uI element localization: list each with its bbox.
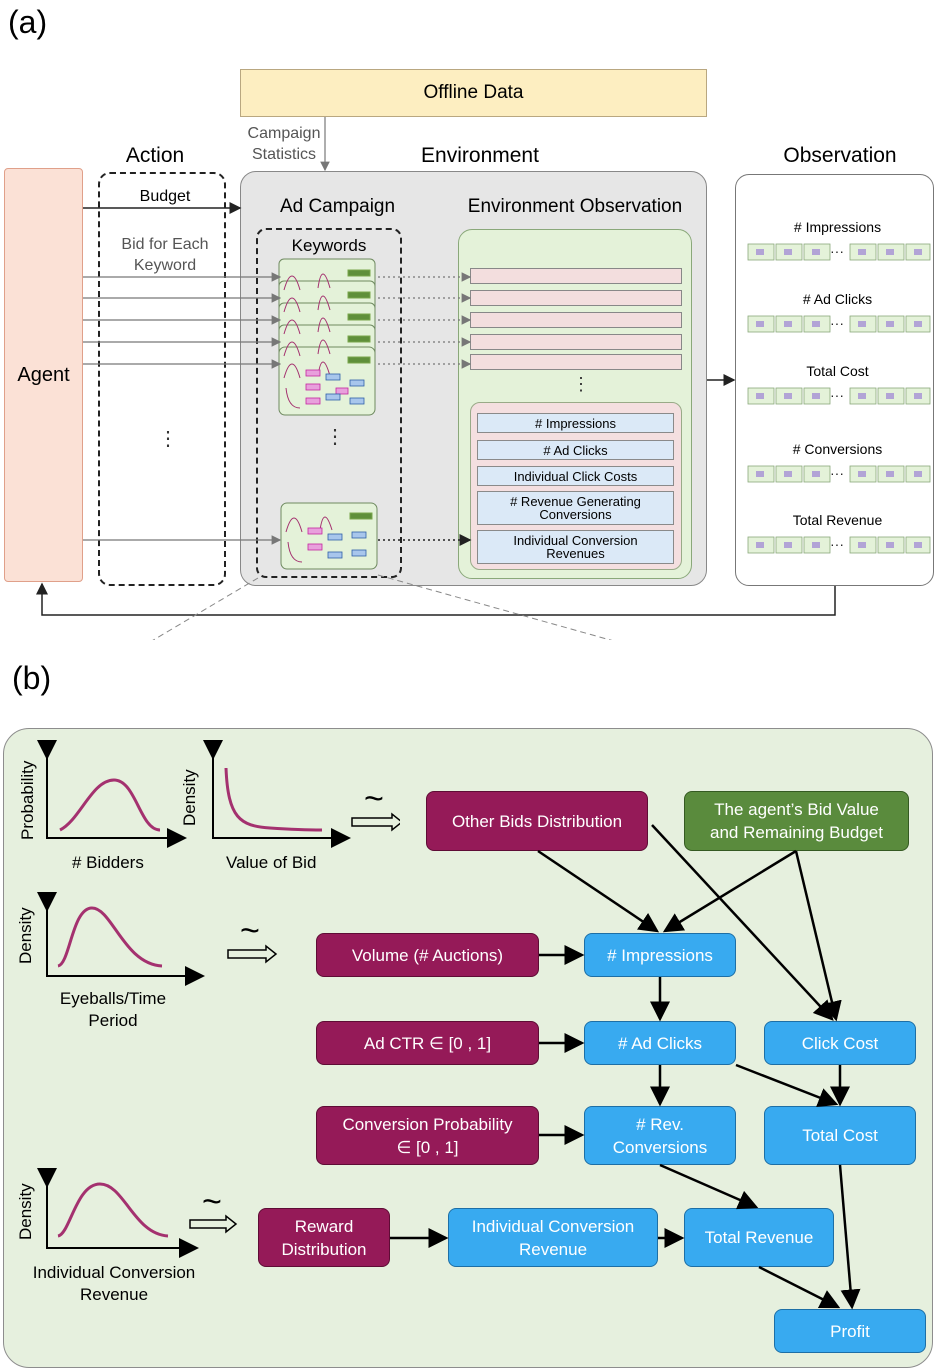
- environment-observation-title: Environment Observation: [467, 196, 683, 217]
- rev-conversions-line1: # Rev.: [636, 1114, 684, 1134]
- node-impressions: # Impressions: [584, 933, 736, 977]
- obs-item-revenue-conversions: # Revenue Generating Conversions: [477, 491, 674, 525]
- keyword-card-stack-graphic: [278, 258, 376, 416]
- bid-label-line2: Keyword: [133, 257, 197, 274]
- node-other-bids-distribution: Other Bids Distribution: [426, 791, 648, 851]
- eyeballs-line2: Period: [88, 1011, 138, 1030]
- obs-dots-4: ···: [830, 465, 844, 481]
- keyword-card-last-graphic: [280, 502, 378, 570]
- offline-data-box: Offline Data: [240, 69, 707, 117]
- campaign-statistics-line1: Campaign: [247, 125, 321, 142]
- observation-total-revenue: Total Revenue: [792, 512, 883, 528]
- agent-bid-line1: The agent’s Bid Value: [714, 800, 879, 819]
- node-rev-conversions: # Rev. Conversions: [584, 1106, 736, 1165]
- obs-ellipsis: ⋮: [572, 374, 590, 394]
- keyword-card-stack: [278, 258, 378, 418]
- observation-impressions: # Impressions: [793, 219, 882, 235]
- icr-node-line1: Individual Conversion: [471, 1216, 635, 1236]
- icr-axis-line2: Revenue: [79, 1285, 149, 1304]
- obs-dots-5: ···: [830, 536, 844, 552]
- agent-box: Agent: [4, 168, 83, 582]
- keywords-box: [256, 228, 402, 578]
- action-box: [98, 172, 226, 586]
- eyeballs-line1: Eyeballs/Time: [59, 989, 167, 1008]
- panel-b-label: (b): [12, 660, 52, 696]
- action-title: Action: [125, 144, 185, 167]
- conversion-prob-line1: Conversion Probability: [342, 1114, 513, 1134]
- node-individual-conversion-revenue: Individual Conversion Revenue: [448, 1208, 658, 1267]
- bidders-axis-label: # Bidders: [72, 853, 144, 872]
- tilde-1: ~: [364, 780, 384, 818]
- node-conversion-probability: Conversion Probability ∈ [0 , 1]: [316, 1106, 539, 1165]
- action-ellipsis: ⋮: [158, 428, 178, 450]
- environment-title: Environment: [421, 144, 539, 167]
- eyeballs-axis-label: Eyeballs/Time Period: [50, 988, 176, 1032]
- obs-item-click-costs: Individual Click Costs: [477, 466, 674, 486]
- agent-label: Agent: [17, 363, 70, 386]
- node-volume: Volume (# Auctions): [316, 933, 539, 977]
- campaign-statistics-label: Campaign Statistics: [238, 123, 330, 165]
- reward-distribution-line1: Reward: [294, 1216, 354, 1236]
- node-total-revenue: Total Revenue: [684, 1208, 834, 1267]
- budget-label: Budget: [139, 188, 191, 205]
- individual-conversion-revenue-axis-label: Individual Conversion Revenue: [20, 1262, 208, 1306]
- node-agent-bid-value: The agent’s Bid Value and Remaining Budg…: [684, 791, 909, 851]
- bid-for-each-keyword-label: Bid for Each Keyword: [110, 234, 220, 276]
- obs-item-conversion-revenues: Individual Conversion Revenues: [477, 530, 674, 564]
- icr-node-line2: Revenue: [518, 1239, 588, 1259]
- obs-dots-3: ···: [830, 387, 844, 403]
- node-ad-ctr: Ad CTR ∈ [0 , 1]: [316, 1021, 539, 1065]
- panel-a-arrows: [36, 117, 836, 640]
- tilde-3: ~: [202, 1183, 222, 1221]
- observation-total-cost: Total Cost: [806, 363, 869, 379]
- icr-axis-line1: Individual Conversion: [32, 1263, 196, 1282]
- obs-item-impressions: # Impressions: [477, 413, 674, 433]
- keyword-card-last: [280, 502, 378, 570]
- obs-dots-1: ···: [830, 243, 844, 259]
- ad-campaign-title: Ad Campaign: [279, 196, 396, 217]
- campaign-statistics-line2: Statistics: [251, 146, 316, 163]
- value-of-bid-axis-label: Value of Bid: [226, 853, 317, 872]
- observation-title: Observation: [783, 144, 897, 167]
- panel-a-label: (a): [8, 4, 48, 40]
- obs-item-ad-clicks: # Ad Clicks: [477, 440, 674, 460]
- observation-thumbnail-rows: [747, 243, 931, 554]
- rev-conversions-line2: Conversions: [612, 1137, 708, 1157]
- conversion-prob-line2: ∈ [0 , 1]: [396, 1137, 459, 1157]
- observation-ad-clicks: # Ad Clicks: [802, 291, 873, 307]
- agent-bid-line2: and Remaining Budget: [710, 823, 883, 842]
- keywords-ellipsis: ⋮: [325, 426, 345, 448]
- distribution-plots: [37, 740, 400, 1258]
- node-reward-distribution: Reward Distribution: [258, 1208, 390, 1267]
- keywords-title: Keywords: [291, 236, 367, 255]
- node-click-cost: Click Cost: [764, 1021, 916, 1065]
- observation-conversions: # Conversions: [792, 441, 883, 457]
- reward-distribution-line2: Distribution: [281, 1239, 367, 1259]
- observation-box: [735, 174, 934, 586]
- tilde-2: ~: [240, 912, 260, 950]
- obs-dots-2: ···: [830, 315, 844, 331]
- node-total-cost: Total Cost: [764, 1106, 916, 1165]
- node-profit: Profit: [774, 1309, 926, 1353]
- node-ad-clicks: # Ad Clicks: [584, 1021, 736, 1065]
- bid-label-line1: Bid for Each: [121, 236, 209, 253]
